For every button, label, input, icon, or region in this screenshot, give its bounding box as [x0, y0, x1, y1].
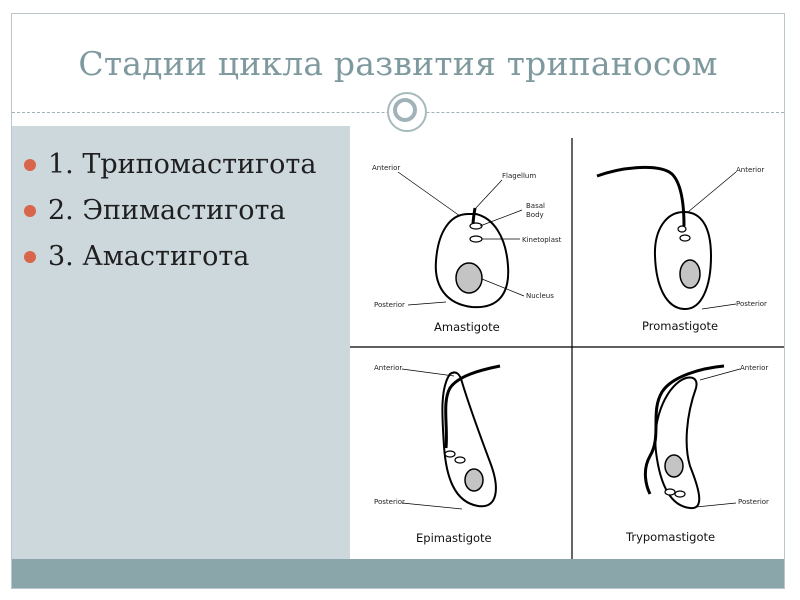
amastigote-basal-label: Basal: [526, 202, 545, 210]
leader-line: [473, 179, 503, 211]
slide-title: Стадии цикла развития трипаносом: [78, 44, 718, 83]
trypomastigote-cell-body: [654, 376, 701, 510]
bullet-dot-icon: [24, 205, 36, 217]
leader-line: [407, 301, 447, 306]
trypomastigote-anterior-label: Anterior: [740, 364, 768, 372]
promastigote-anterior-label: Anterior: [736, 166, 764, 174]
bullet-item: 1. Трипомастигота: [20, 142, 316, 188]
amastigote-flagellum-label: Flagellum: [502, 172, 536, 180]
trypomastigote-title: Trypomastigote: [625, 530, 715, 544]
amastigote-cell-body: [434, 213, 510, 309]
promastigote-posterior-label: Posterior: [736, 300, 767, 308]
circle-ornament-icon: [387, 92, 427, 132]
trypomastigote-flagellum: [643, 364, 725, 495]
leader-line: [701, 303, 737, 310]
trypomastigote-panel: Anterior Posterior Trypomastigote: [625, 364, 769, 544]
amastigote-basal-body: [469, 222, 483, 230]
trypomastigote-basal-body: [664, 488, 676, 496]
promastigote-flagellum: [596, 165, 686, 227]
promastigote-kinetoplast: [679, 234, 691, 242]
bullet-dot-icon: [24, 251, 36, 263]
bullet-dot-icon: [24, 159, 36, 171]
leader-line: [397, 171, 461, 217]
leader-line: [687, 171, 737, 213]
leader-line: [699, 368, 741, 381]
amastigote-panel: Anterior Flagellum Basal Body Kinetoplas…: [372, 164, 562, 334]
bullet-text: 3. Амастигота: [48, 241, 250, 272]
epimastigote-title: Epimastigote: [416, 531, 492, 545]
epimastigote-anterior-label: Anterior: [374, 364, 402, 372]
leader-line: [479, 209, 523, 227]
leader-line: [401, 502, 463, 510]
bullet-text: 1. Трипомастигота: [48, 149, 317, 180]
bullet-list: 1. Трипомастигота 2. Эпимастигота 3. Ама…: [20, 142, 316, 280]
promastigote-title: Promastigote: [642, 319, 718, 333]
epimastigote-basal-body: [444, 450, 456, 458]
promastigote-panel: Anterior Posterior Promastigote: [596, 165, 767, 333]
trypomastigote-posterior-label: Posterior: [738, 498, 769, 506]
promastigote-basal-body: [677, 225, 687, 233]
trypomastigote-nucleus: [664, 454, 684, 478]
leader-line: [695, 502, 737, 508]
promastigote-nucleus: [679, 259, 701, 289]
amastigote-kinetoplast-label: Kinetoplast: [522, 236, 562, 244]
epimastigote-kinetoplast: [454, 456, 466, 464]
slide-frame: Стадии цикла развития трипаносом 1. Трип…: [11, 13, 785, 589]
epimastigote-posterior-label: Posterior: [374, 498, 405, 506]
epimastigote-cell-body: [441, 371, 497, 508]
bullet-item: 3. Амастигота: [20, 234, 316, 280]
circle-ornament-inner: [393, 98, 417, 122]
epimastigote-nucleus: [464, 468, 484, 492]
epimastigote-panel: Anterior Posterior Epimastigote: [374, 364, 501, 545]
bullet-item: 2. Эпимастигота: [20, 188, 316, 234]
amastigote-anterior-label: Anterior: [372, 164, 400, 172]
leader-line: [481, 278, 525, 297]
epimastigote-flagellum: [444, 364, 501, 449]
bullet-text: 2. Эпимастигота: [48, 195, 286, 226]
trypanosome-stages-diagram: Anterior Flagellum Basal Body Kinetoplas…: [350, 126, 784, 559]
content-area: 1. Трипомастигота 2. Эпимастигота 3. Ама…: [12, 126, 784, 559]
amastigote-body-label: Body: [526, 211, 544, 219]
amastigote-nucleus-label: Nucleus: [526, 292, 554, 300]
amastigote-title: Amastigote: [434, 320, 500, 334]
amastigote-nucleus: [455, 262, 483, 294]
leader-line: [401, 368, 455, 377]
trypomastigote-kinetoplast: [674, 490, 686, 498]
diagram-svg: Anterior Flagellum Basal Body Kinetoplas…: [350, 138, 784, 559]
bottom-bar: [12, 559, 784, 588]
amastigote-posterior-label: Posterior: [374, 301, 405, 309]
amastigote-kinetoplast: [469, 235, 483, 243]
